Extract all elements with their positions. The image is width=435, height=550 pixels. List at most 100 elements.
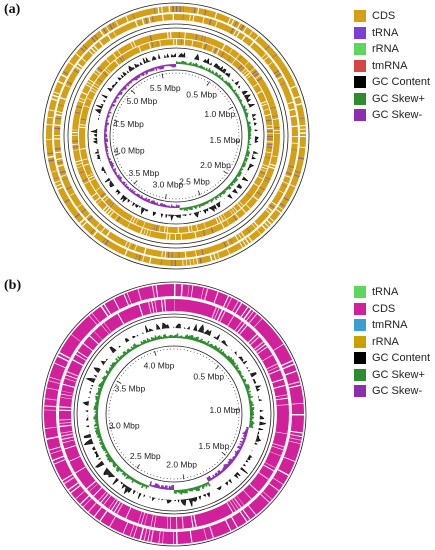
feature-gap-mark [135, 253, 138, 260]
gc-skew-negative-mark [246, 428, 249, 430]
gc-skew-positive-mark [244, 158, 248, 161]
feature-gap-mark [299, 128, 306, 130]
feature-gap-mark [204, 9, 207, 16]
feature-gap-mark [126, 292, 132, 305]
gc-skew-positive-mark [185, 207, 188, 212]
gc-skew-negative-mark [117, 176, 122, 180]
feature-gap-mark [80, 118, 87, 121]
feature-gap-mark [55, 117, 62, 120]
gc-skew-negative-mark [227, 461, 232, 465]
gc-skew-positive-mark [218, 193, 222, 198]
feature-gap-mark [159, 40, 161, 47]
gc-skew-negative-mark [104, 138, 108, 140]
gc-skew-negative-mark [236, 446, 242, 450]
scale-tick-dot [234, 390, 236, 392]
gc-skew-positive-mark [245, 115, 249, 118]
gc-skew-positive-mark [140, 341, 144, 346]
gc-skew-negative-mark [144, 70, 148, 75]
feature-gap-mark [234, 235, 240, 242]
gc-skew-positive-mark [95, 395, 100, 399]
feature-gap-mark [79, 218, 85, 224]
feature-gap-mark [177, 226, 179, 233]
gc-skew-negative-mark [221, 469, 224, 473]
scale-tick-dot [238, 128, 240, 130]
feature-gap-mark [233, 29, 237, 36]
scale-tick-dot [143, 355, 145, 357]
legend-swatch [354, 92, 366, 105]
gc-skew-negative-mark [104, 134, 108, 136]
gc-skew-positive-mark [93, 417, 99, 420]
feature-gap-mark [293, 174, 300, 178]
legend-item: GC Content [354, 350, 430, 367]
gc-skew-positive-mark [202, 202, 206, 206]
feature-gap-mark [131, 243, 134, 250]
scale-tick-dot [127, 367, 129, 369]
gc-skew-positive-mark [215, 72, 219, 77]
gc-skew-positive-mark [249, 402, 253, 405]
gc-skew-positive-mark [196, 336, 200, 342]
feature-gap-mark [189, 530, 193, 543]
scale-tick-dot [237, 125, 239, 127]
feature-gap-mark [291, 402, 304, 405]
feature-gap-mark [191, 40, 194, 47]
feature-gap-mark [239, 66, 245, 72]
gc-skew-negative-mark [228, 460, 233, 464]
scale-tick-dot [193, 475, 195, 477]
gc-skew-positive-mark [248, 399, 251, 401]
gc-skew-negative-mark [214, 473, 218, 478]
gc-skew-negative-mark [206, 477, 210, 482]
feature-gap-mark [46, 124, 53, 126]
scale-tick-dot [110, 430, 112, 432]
feature-gap-mark [264, 176, 271, 181]
scale-tick-dot [226, 98, 228, 100]
gc-skew-negative-mark [151, 67, 154, 72]
scale-tick-dot [112, 390, 114, 392]
scale-tick-dot [166, 478, 168, 480]
feature-gap-mark [95, 223, 101, 229]
gc-skew-negative-mark [208, 475, 212, 481]
gc-skew-positive-mark [113, 463, 118, 468]
feature-gap-mark [57, 186, 64, 191]
gc-skew-positive-mark [187, 488, 189, 491]
feature-gap-mark [240, 306, 249, 318]
feature-gap-mark [189, 14, 191, 21]
feature-gap-mark [264, 45, 270, 51]
gc-skew-positive-mark [249, 404, 254, 407]
scale-major-tick [223, 170, 228, 175]
legend-label: GC Content [372, 76, 431, 89]
scale-tick-dot [108, 420, 110, 422]
feature-gap-mark [214, 21, 218, 28]
gc-skew-negative-mark [135, 193, 139, 197]
gc-skew-positive-mark [105, 449, 108, 452]
scale-tick-dot [124, 172, 126, 174]
gc-skew-positive-mark [116, 467, 122, 473]
feature-gap-mark [261, 166, 268, 170]
feature-gap-mark [148, 42, 152, 49]
scale-tick-dot [237, 423, 239, 425]
feature-gap-mark [209, 254, 213, 262]
legend-item: CDS [354, 8, 430, 25]
feature-gap-mark [55, 183, 62, 187]
feature-gap-mark [143, 229, 146, 235]
gc-skew-negative-mark [110, 104, 115, 107]
gc-skew-positive-mark [245, 388, 250, 391]
feature-gap-mark [269, 217, 275, 222]
gc-skew-positive-mark [207, 67, 211, 72]
feature-gap-mark [208, 18, 212, 26]
gc-skew-negative-mark [134, 76, 139, 81]
feature-gap-mark [74, 213, 81, 219]
feature-gap-mark [273, 343, 284, 351]
feature-gap-mark [265, 151, 272, 154]
feature-gap-mark [273, 384, 286, 389]
scale-tick-dot [109, 423, 111, 425]
scale-tick-dot [170, 348, 172, 350]
feature-gap-mark [245, 204, 251, 210]
scale-tick-dot [237, 403, 239, 405]
gc-skew-negative-mark [145, 199, 148, 202]
scale-tick-dot [224, 95, 226, 97]
gc-skew-positive-mark [131, 478, 135, 483]
feature-gap-mark [64, 444, 77, 450]
gc-skew-positive-mark [208, 69, 212, 73]
feature-gap-mark [193, 7, 196, 14]
gc-skew-negative-mark [224, 463, 229, 468]
